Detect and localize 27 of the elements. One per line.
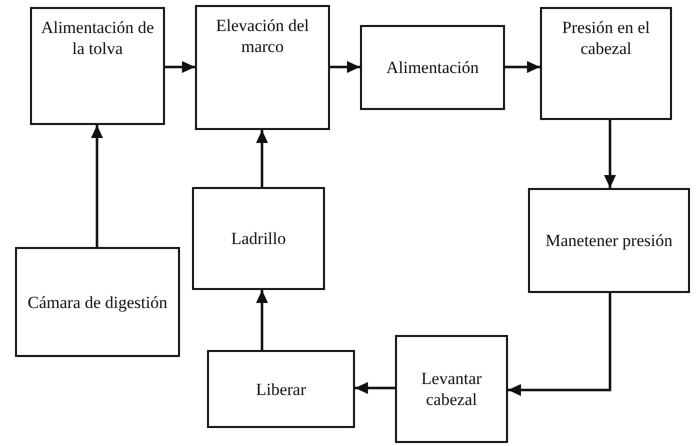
arrow [604, 120, 616, 188]
box-label: Ladrillo [230, 228, 287, 249]
box-label: Manetener presión [544, 230, 674, 251]
process-box [395, 335, 508, 443]
process-box [15, 247, 180, 357]
arrow [508, 293, 612, 396]
arrow [256, 130, 268, 187]
process-box [360, 25, 505, 110]
box-label: Cámara de digestión [26, 292, 168, 312]
arrow [330, 61, 360, 73]
process-box [528, 188, 690, 293]
process-box [192, 187, 325, 290]
box-label: Levantar cabezal [420, 368, 483, 410]
process-box [195, 5, 330, 130]
box-label: Alimentación [385, 57, 480, 78]
box-label: Presión en el cabezal [561, 17, 651, 59]
process-box [540, 7, 672, 120]
arrow [256, 290, 268, 350]
arrow [91, 125, 103, 247]
box-label: Alimentación de la tolva [40, 17, 155, 59]
process-box [30, 7, 165, 125]
arrow [355, 382, 395, 394]
arrow [165, 61, 195, 73]
arrow [505, 61, 540, 73]
process-box [207, 350, 355, 428]
box-label: Elevación del marco [215, 15, 310, 57]
box-label: Liberar [254, 378, 308, 400]
